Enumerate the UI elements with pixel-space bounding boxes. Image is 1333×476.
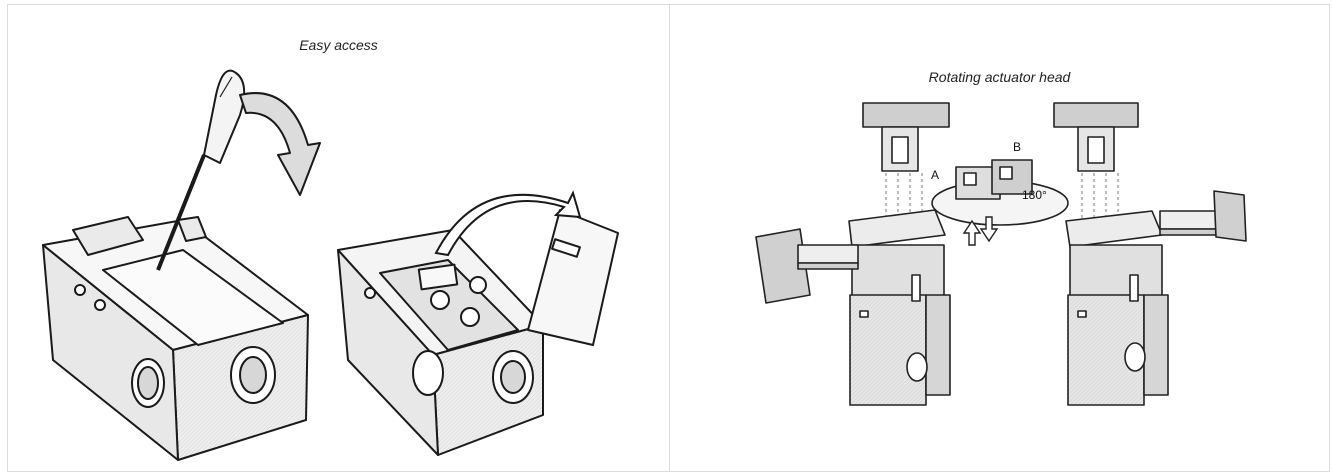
- easy-access-panel: Easy access: [7, 4, 670, 472]
- left-actuator-key: [862, 102, 950, 172]
- easy-access-illustration: [42, 69, 619, 461]
- right-horizontal-actuator: [1159, 190, 1247, 242]
- screwdriver-icon: [156, 69, 246, 271]
- down-arrow-icon: [979, 216, 999, 243]
- rotating-head-panel: Rotating actuator head: [669, 4, 1330, 472]
- right-switch-body: [1065, 210, 1169, 406]
- open-switch-housing: [337, 209, 619, 456]
- position-a-label: A: [931, 168, 939, 182]
- right-actuator-key: [1053, 102, 1139, 172]
- lid-arrow-icon: [434, 190, 582, 257]
- up-arrow-icon: [962, 219, 982, 246]
- left-guide-lines: [885, 173, 923, 220]
- left-horizontal-actuator: [755, 228, 859, 304]
- easy-access-caption: Easy access: [299, 37, 378, 53]
- right-guide-lines: [1081, 173, 1119, 220]
- rotation-angle-label: 180°: [1022, 188, 1047, 202]
- rotating-head-illustration: A B 180°: [755, 102, 1247, 406]
- closed-switch-housing: [42, 216, 309, 461]
- position-b-label: B: [1013, 140, 1021, 154]
- left-switch-body: [848, 209, 951, 406]
- rotating-head-assembly: [931, 159, 1069, 226]
- rotate-arrow-icon: [239, 92, 321, 196]
- rotating-head-caption: Rotating actuator head: [928, 69, 1071, 85]
